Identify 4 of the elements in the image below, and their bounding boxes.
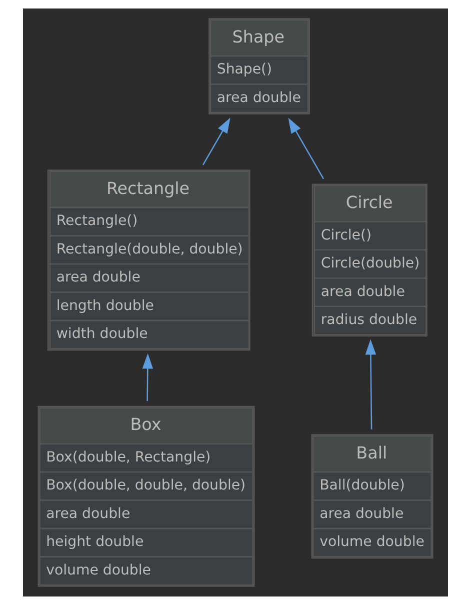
arrow [202,118,230,166]
arrow [142,353,154,402]
arrow [288,118,324,180]
arrow [365,339,376,430]
